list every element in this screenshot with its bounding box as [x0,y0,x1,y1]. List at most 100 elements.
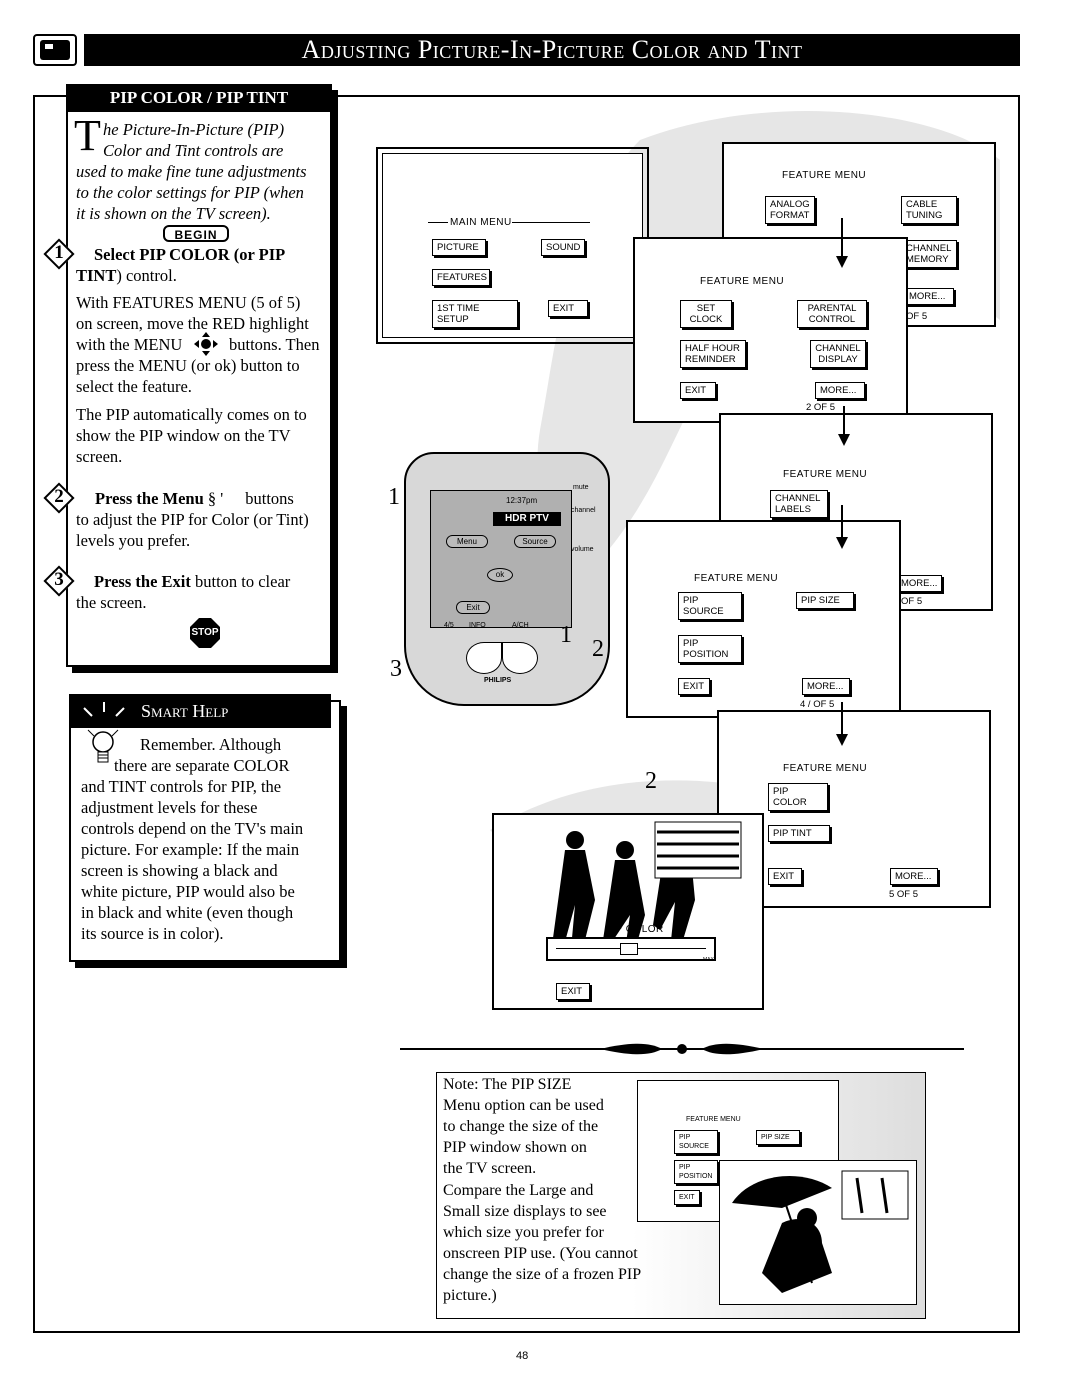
analog-format-item[interactable]: ANALOG FORMAT [765,196,815,224]
note-exit-item[interactable]: EXIT [674,1190,700,1205]
arrow-down-icon [836,505,848,549]
more-item-1[interactable]: MORE... [904,288,954,305]
note-line-7: Small size displays to see [443,1203,607,1220]
help-line-3: and TINT controls for PIP, the [81,777,282,796]
remote-ratio-label: 4/5 [444,622,454,629]
feature-menu-5-title: FEATURE MENU [783,763,868,774]
cable-tuning-item[interactable]: CABLE TUNING [901,196,957,224]
remote-info-label: INFO [469,622,486,629]
step2-heading: Press the Menu § 'buttons [95,488,294,510]
help-line-4: adjustment levels for these [81,798,258,817]
note-line-1: Note: The PIP SIZE [443,1076,572,1093]
page-indicator-4: 4 / OF 5 [800,699,835,710]
step2-heading-rest: buttons [245,489,294,508]
help-line-10: its source is in color). [81,924,224,943]
step1-body-3: with the MENU [76,335,183,354]
remote-panel [430,490,572,628]
exit-menu-item[interactable]: EXIT [548,300,588,317]
step2-body-2: levels you prefer. [76,531,191,550]
arrow-down-icon [836,218,848,268]
slider-max-label: MAX [703,957,714,963]
step1-body-2: on screen, move the RED highlight [76,314,309,333]
remote-left-button[interactable] [466,642,502,674]
pip-source-item[interactable]: PIP SOURCE [678,592,742,620]
stop-sign-icon: STOP [190,618,220,648]
sound-menu-item[interactable]: SOUND [541,239,585,256]
more-item-3[interactable]: MORE... [896,575,942,592]
pip-size-item[interactable]: PIP SIZE [796,592,854,609]
pip-instructions-box [66,84,332,667]
step1-heading-line2: TINT) control. [76,265,177,287]
page-indicator-1: OF 5 [906,311,928,322]
step3-heading-bold: Press the Exit [94,572,191,591]
step1-heading-rest: ) control. [116,266,177,285]
step1-body2-3: screen. [76,447,123,466]
note-pip-size-item[interactable]: PIP SIZE [756,1130,800,1145]
more-item-5[interactable]: MORE... [890,868,938,885]
help-line-9: in black and white (even though [81,903,294,922]
note-line-8: which size you prefer for [443,1224,604,1241]
channel-display-item[interactable]: CHANNEL DISPLAY [810,340,866,368]
help-line-5: controls depend on the TV's main [81,819,304,838]
note-line-4: PIP window shown on [443,1139,587,1156]
step1-heading-bold: TINT [76,266,117,285]
set-clock-item[interactable]: SET CLOCK [680,300,732,328]
intro-line-5: it is shown on the TV screen). [76,204,271,223]
channel-memory-item[interactable]: CHANNEL MEMORY [901,240,957,268]
callout-1-right: 1 [560,622,572,648]
exit-item-5[interactable]: EXIT [768,868,802,885]
remote-brand: PHILIPS [484,677,512,684]
step2-heading-bold: Press the Menu [95,489,204,508]
note-pip-position-item[interactable]: PIP POSITION [674,1160,718,1184]
step3-body-1: the screen. [76,593,147,612]
feature-menu-3-title: FEATURE MENU [783,469,868,480]
exit-item-4[interactable]: EXIT [678,678,710,695]
parental-control-item[interactable]: PARENTAL CONTROL [797,300,867,328]
main-menu-title: MAIN MENU [450,217,512,228]
more-item-2[interactable]: MORE... [815,382,865,399]
first-time-setup-menu-item[interactable]: 1ST TIME SETUP [432,300,518,328]
intro-line-1: he Picture-In-Picture (PIP) [103,120,285,139]
slider-thumb[interactable] [620,943,638,955]
title-rule [428,222,448,223]
note-line-5: the TV screen. [443,1160,537,1177]
step1-body-1: With FEATURES MENU (5 of 5) [76,293,301,312]
callout-3: 3 [390,656,402,682]
remote-exit-button[interactable]: Exit [456,601,490,614]
half-hour-reminder-item[interactable]: HALF HOUR REMINDER [680,340,746,368]
picture-menu-item[interactable]: PICTURE [432,239,486,256]
remote-source-button[interactable]: Source [514,535,556,548]
remote-menu-button[interactable]: Menu [446,535,488,548]
callout-1-left: 1 [388,484,400,510]
divider-ornament [400,1043,964,1055]
channel-labels-item[interactable]: CHANNEL LABELS [770,490,828,518]
pip-position-item[interactable]: PIP POSITION [678,635,742,663]
more-item-4[interactable]: MORE... [802,678,850,695]
step3-heading-rest: button to clear [194,572,291,591]
step1-heading-line1: Select PIP COLOR (or PIP [94,245,286,264]
note-line-9: onscreen PIP use. (You cannot [443,1245,638,1262]
dropcap: T [74,111,101,160]
pip-color-item[interactable]: PIP COLOR [768,783,828,811]
note-line-11: picture.) [443,1287,497,1304]
step1-body-6: select the feature. [76,377,192,396]
exit-item-2[interactable]: EXIT [680,382,716,399]
intro-line-2: Color and Tint controls are [103,141,284,160]
pip-screen-exit-button[interactable]: EXIT [556,983,590,1000]
smart-help-box [69,700,341,962]
remote-right-button[interactable] [502,642,538,674]
note-pip-source-item[interactable]: PIP SOURCE [674,1130,718,1154]
page-indicator-3: OF 5 [901,596,923,607]
pip-tint-item[interactable]: PIP TINT [768,825,830,842]
remote-channel-label: channel [571,507,596,514]
features-menu-item[interactable]: FEATURES [432,269,490,286]
step-number-2: 2 [54,486,64,507]
remote-ok-button[interactable]: ok [487,568,513,582]
feature-menu-page4 [626,520,901,718]
arrow-down-icon [836,702,848,746]
intro-line-3: used to make fine tune adjustments [76,162,307,181]
page-frame [33,95,1020,1333]
pip-section-heading: PIP COLOR / PIP TINT [66,84,332,112]
feature-menu-1-title: FEATURE MENU [782,170,867,181]
note-line-3: to change the size of the [443,1118,599,1135]
